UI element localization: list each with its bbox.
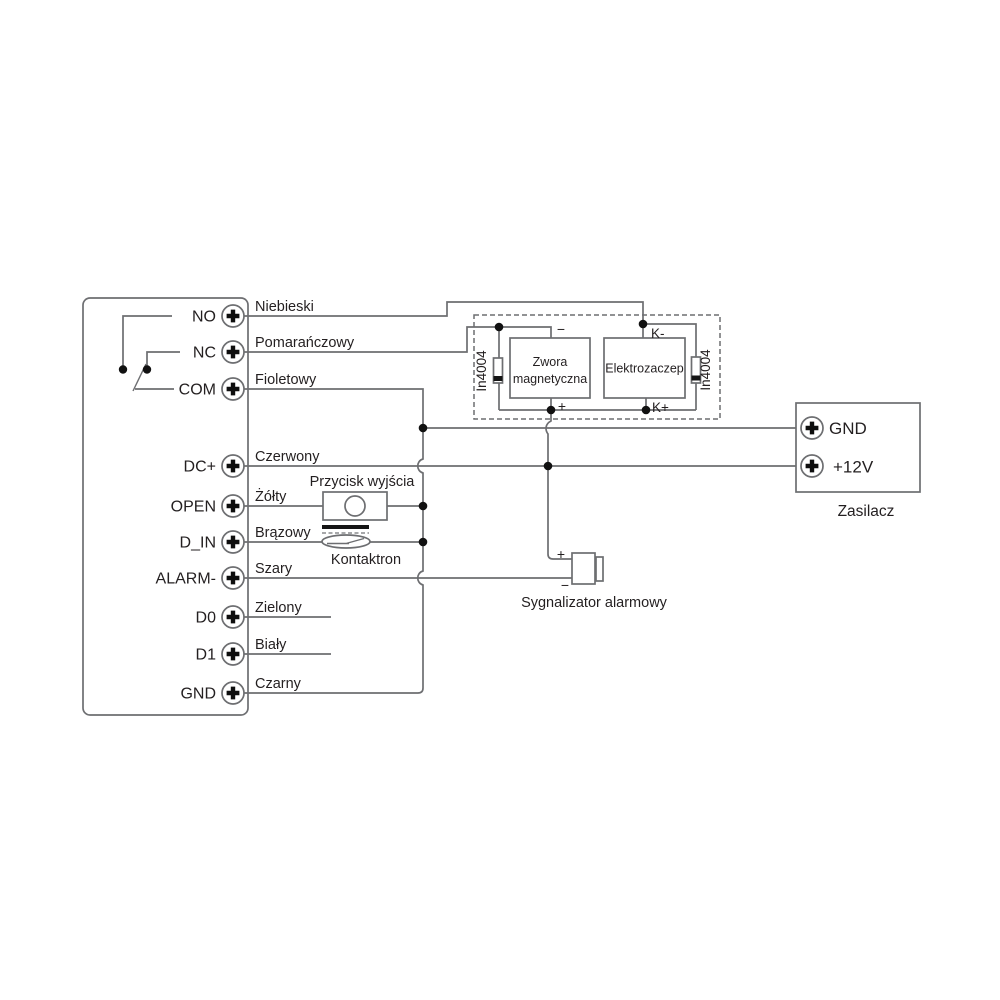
- screw-terminal-icon: [222, 682, 244, 704]
- terminal-label: NC: [193, 345, 216, 362]
- wire-color-label: Pomarańczowy: [255, 335, 355, 351]
- screw-terminal-icon: [222, 455, 244, 477]
- screw-terminal-icon: [222, 531, 244, 553]
- terminal-nc: NC Pomarańczowy: [193, 335, 355, 363]
- screw-terminal-icon: [801, 417, 823, 439]
- alarm-plus-sign: +: [557, 546, 565, 562]
- psu-gnd-label: GND: [829, 419, 867, 438]
- diode-label: In4004: [474, 350, 489, 392]
- wire-color-label: Niebieski: [255, 299, 314, 315]
- wire-fioletowy-gnd-chain: [244, 388, 424, 694]
- power-supply-group: GND +12V Zasilacz: [795, 402, 921, 520]
- maglock-plus-sign: +: [558, 398, 566, 414]
- relay-no-contact-dot: [118, 365, 128, 374]
- terminal-label: ALARM-: [156, 571, 216, 588]
- wire-maglock-minus-branch: [498, 326, 552, 410]
- psu-12v-label: +12V: [833, 458, 874, 477]
- terminal-label: DC+: [184, 459, 216, 476]
- screw-terminal-icon: [801, 455, 823, 477]
- terminal-dc-plus: DC+ Czerwony: [184, 449, 320, 477]
- terminal-com: COM Fioletowy: [179, 372, 317, 400]
- diode-left: In4004: [474, 350, 504, 392]
- strike-label: Elektrozaczep: [605, 362, 684, 376]
- wire-color-label: Szary: [255, 561, 293, 577]
- exit-button-actuator: [344, 495, 366, 517]
- reed-contacts: [327, 537, 365, 545]
- wire-color-label: Fioletowy: [255, 372, 317, 388]
- strike-k-plus-label: K+: [652, 400, 669, 415]
- relay-leads: [122, 315, 180, 390]
- terminal-no: NO Niebieski: [192, 299, 314, 327]
- alarm-sounder-group: + − Sygnalizator alarmowy: [521, 546, 668, 611]
- terminal-label: D0: [196, 610, 217, 627]
- wire-niebieski: [244, 301, 644, 324]
- exit-button-group: Przycisk wyjścia: [310, 474, 416, 521]
- diode-body: [690, 356, 702, 384]
- alarm-body: [571, 552, 596, 585]
- wire-color-label: Zielony: [255, 600, 302, 616]
- alarm-horn: [595, 556, 604, 582]
- terminal-label: GND: [180, 686, 216, 703]
- relay-contact-symbol: [118, 315, 180, 392]
- diode-cathode-band: [691, 375, 701, 381]
- reed-capsule: [321, 534, 371, 549]
- wire-color-label: Żółty: [255, 487, 287, 505]
- screw-terminal-icon: [222, 341, 244, 363]
- wire-color-label: Czarny: [255, 676, 302, 692]
- strike-k-minus-label: K-: [651, 326, 665, 341]
- screw-terminal-icon: [222, 378, 244, 400]
- reed-label: Kontaktron: [331, 552, 401, 568]
- screw-terminal-icon: [222, 606, 244, 628]
- terminal-label: D_IN: [180, 535, 216, 552]
- wire-color-label: Brązowy: [255, 525, 311, 541]
- terminal-d-in: D_IN Brązowy: [180, 525, 311, 553]
- terminal-label: COM: [179, 382, 216, 399]
- psu-label: Zasilacz: [838, 503, 895, 520]
- strike-box: [603, 337, 686, 399]
- screw-terminal-icon: [222, 567, 244, 589]
- screw-terminal-icon: [222, 305, 244, 327]
- alarm-minus-sign: −: [561, 577, 569, 593]
- screw-terminal-icon: [222, 495, 244, 517]
- relay-nc-contact-dot: [142, 365, 152, 374]
- terminal-label: OPEN: [171, 499, 216, 516]
- terminal-label: NO: [192, 309, 216, 326]
- maglock-label-line1: Zwora: [533, 355, 568, 369]
- terminal-d0: D0 Zielony: [196, 600, 302, 628]
- wire-color-label: Czerwony: [255, 449, 320, 465]
- exit-button-label: Przycisk wyjścia: [310, 474, 416, 490]
- diode-label: In4004: [698, 349, 713, 391]
- diode-body: [492, 357, 504, 384]
- wire-pomaranczowy: [244, 326, 499, 353]
- terminal-open: OPEN Żółty: [171, 487, 287, 517]
- diode-cathode-band: [493, 376, 503, 381]
- diode-right: In4004: [690, 349, 713, 391]
- terminal-alarm-minus: ALARM- Szary: [156, 561, 293, 589]
- alarm-label: Sygnalizator alarmowy: [521, 595, 668, 611]
- screw-terminal-icon: [222, 643, 244, 665]
- terminal-label: D1: [196, 647, 217, 664]
- lock-devices-group: Zwora magnetyczna Elektrozaczep In4004 I…: [473, 314, 721, 420]
- wire-alarm-plus: [545, 410, 572, 560]
- psu-box: [795, 402, 921, 493]
- magnet-bar: [322, 525, 369, 529]
- reed-switch-group: Kontaktron: [321, 525, 401, 568]
- maglock-label-line2: magnetyczna: [513, 372, 587, 386]
- maglock-box: [509, 337, 591, 399]
- dashed-enclosure: [473, 314, 721, 420]
- maglock-minus-sign: −: [557, 321, 565, 337]
- junction-dots: [418, 319, 651, 547]
- terminal-d1: D1 Biały: [196, 637, 287, 665]
- wire-color-label: Biały: [255, 637, 287, 653]
- terminal-gnd: GND Czarny: [180, 676, 302, 704]
